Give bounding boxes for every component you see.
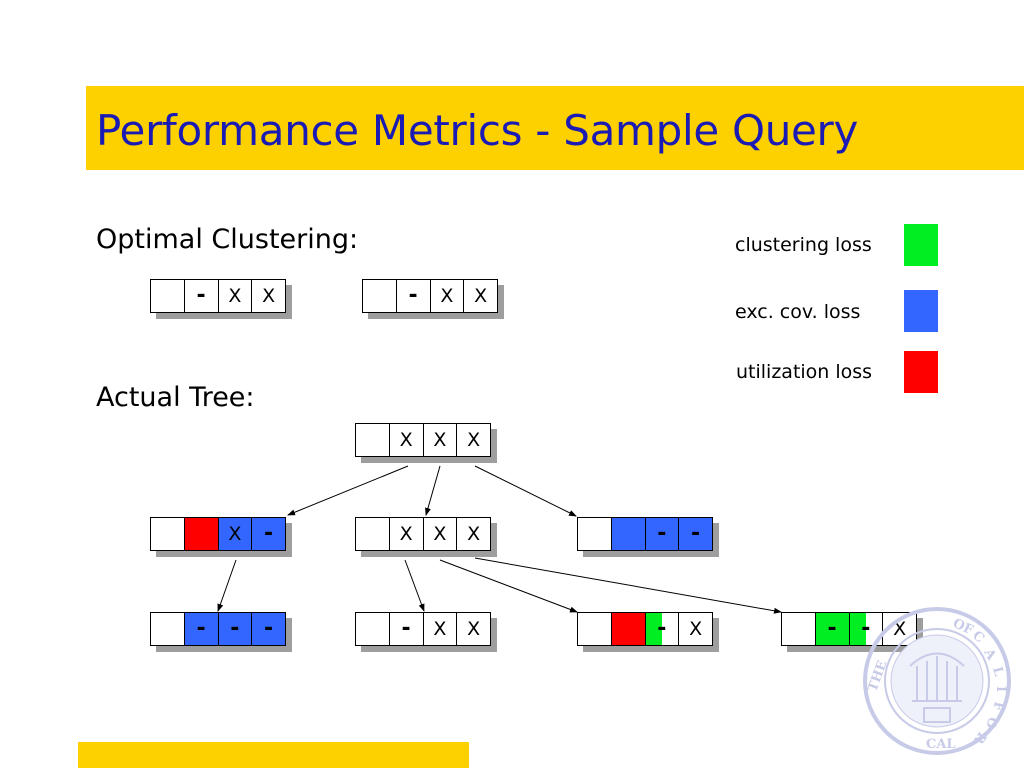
node-cell: - [390, 613, 424, 645]
legend-label-exc-cov-loss: exc. cov. loss [735, 301, 861, 323]
node-cell: - [252, 518, 285, 550]
node-cell [184, 518, 219, 550]
node-cell: - [218, 613, 253, 645]
node-cell [611, 518, 646, 550]
node-cell [356, 518, 390, 550]
node-cell: - [397, 280, 431, 312]
node-cell: X [262, 284, 276, 307]
node-cell [356, 613, 390, 645]
node-box: --- [150, 612, 286, 646]
svg-text:A: A [980, 646, 999, 664]
edge-root-to-middle [425, 465, 441, 516]
node-cell: X [424, 613, 458, 645]
node-box: -X [577, 612, 713, 646]
node-cell: - [815, 613, 850, 645]
node-cell: - [252, 613, 285, 645]
footer-accent-bar [78, 742, 469, 768]
node-cell: - [184, 613, 219, 645]
node-cell: - [645, 518, 680, 550]
node-cell [151, 613, 185, 645]
node-cell: X [424, 518, 458, 550]
node-cell: - [645, 613, 680, 645]
edge-middle-to-green-leaf [474, 557, 782, 614]
svg-text:L: L [989, 665, 1006, 678]
node-cell: X [219, 280, 253, 312]
university-seal-logo: THE OF C A L I F O R CAL [863, 607, 1011, 755]
legend-swatch-clustering-loss [904, 224, 938, 266]
svg-text:I: I [993, 686, 1008, 692]
node-box: X- [150, 517, 286, 551]
node-cell: X [424, 424, 458, 456]
node-cell: X [474, 284, 488, 307]
legend-label-utilization-loss: utilization loss [736, 361, 873, 383]
node-cell: X [390, 518, 424, 550]
node-cell [782, 613, 816, 645]
node-cell [356, 424, 390, 456]
svg-text:CAL: CAL [926, 737, 956, 752]
edge-middle-to-red-leaf [439, 559, 578, 613]
node-cell: X [689, 617, 703, 640]
node-cell [578, 613, 612, 645]
edge-root-to-left [287, 465, 409, 516]
svg-text:O: O [982, 715, 1000, 731]
slide-title: Performance Metrics - Sample Query [96, 106, 859, 155]
title-bar: Performance Metrics - Sample Query [86, 86, 1024, 170]
node-cell: X [218, 518, 253, 550]
node-cell [363, 280, 397, 312]
node-box: -- [577, 517, 713, 551]
svg-text:F: F [989, 700, 1006, 712]
legend-label-clustering-loss: clustering loss [735, 234, 872, 256]
svg-text:THE: THE [865, 659, 890, 694]
node-cell: X [467, 522, 481, 545]
optimal-clustering-heading: Optimal Clustering: [96, 224, 359, 255]
node-cell: X [390, 424, 424, 456]
node-cell [611, 613, 646, 645]
legend-swatch-exc-cov-loss [904, 290, 938, 332]
node-box: --X [781, 612, 917, 646]
edge-root-to-right [474, 465, 577, 517]
edge-left-to-blue-leaf [217, 559, 237, 612]
node-cell [151, 518, 185, 550]
actual-tree-heading: Actual Tree: [96, 382, 255, 413]
legend-swatch-utilization-loss [904, 351, 938, 393]
node-cell: X [467, 428, 481, 451]
node-cell: X [431, 280, 465, 312]
node-cell: X [467, 617, 481, 640]
node-cell: - [679, 518, 712, 550]
node-cell [151, 280, 185, 312]
edge-middle-to-plain-leaf [404, 559, 425, 612]
node-cell [578, 518, 612, 550]
node-cell: - [185, 280, 219, 312]
